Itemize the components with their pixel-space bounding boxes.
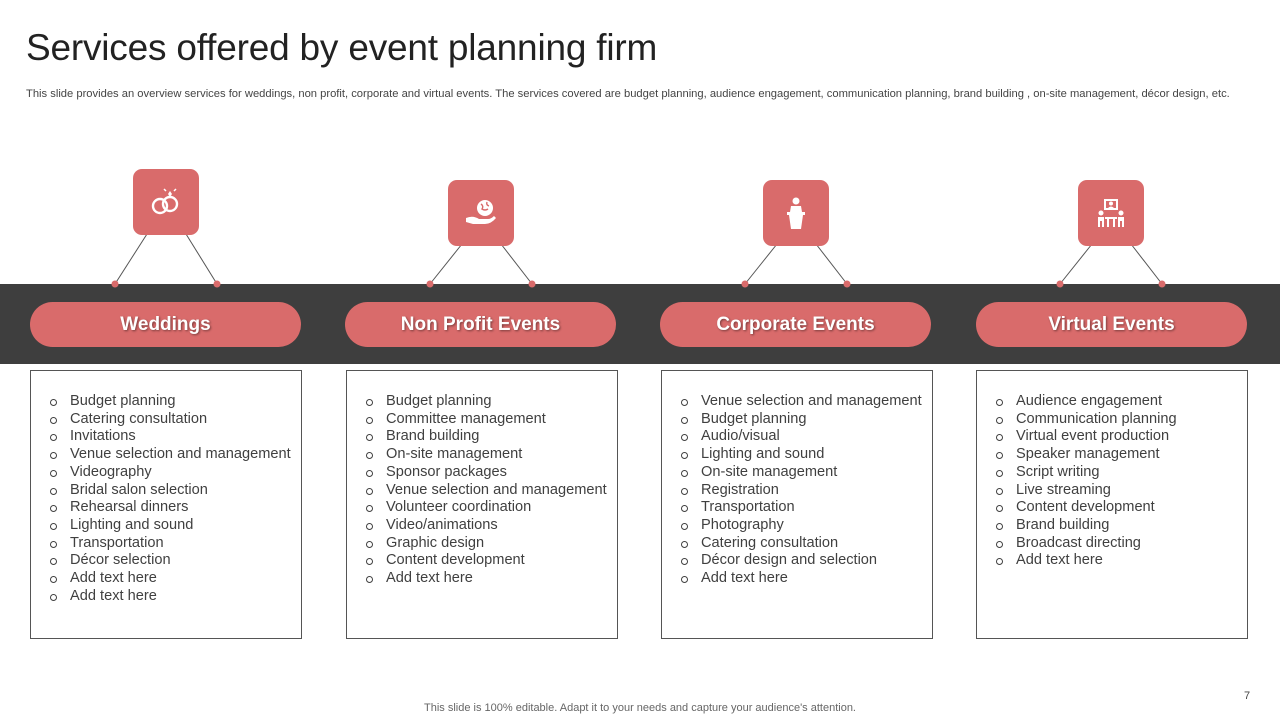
service-item: Script writing (995, 464, 1237, 482)
service-item: Décor selection (49, 552, 291, 570)
slide-title: Services offered by event planning firm (26, 27, 658, 68)
service-item: Venue selection and management (680, 393, 922, 411)
service-item: Add text here (49, 570, 291, 588)
service-item: Rehearsal dinners (49, 499, 291, 517)
service-item: Add text here (995, 552, 1237, 570)
service-item: Transportation (680, 499, 922, 517)
page-number: 7 (1244, 690, 1251, 702)
service-item: Catering consultation (680, 535, 922, 553)
service-item: Audio/visual (680, 428, 922, 446)
service-item: Transportation (49, 535, 291, 553)
video-conference-icon (1078, 180, 1144, 246)
service-item: Committee management (365, 411, 607, 429)
service-item: Content development (995, 499, 1237, 517)
footer-note: This slide is 100% editable. Adapt it to… (424, 702, 856, 714)
service-item: Video/animations (365, 517, 607, 535)
service-item: Speaker management (995, 446, 1237, 464)
service-item: Sponsor packages (365, 464, 607, 482)
slide-subtitle: This slide provides an overview services… (26, 88, 1230, 100)
service-item: Venue selection and management (365, 482, 607, 500)
service-item: Content development (365, 552, 607, 570)
service-item: Graphic design (365, 535, 607, 553)
service-item: Virtual event production (995, 428, 1237, 446)
service-item: Invitations (49, 428, 291, 446)
service-item: Live streaming (995, 482, 1237, 500)
service-item: Add text here (365, 570, 607, 588)
service-item: Décor design and selection (680, 552, 922, 570)
service-item: Budget planning (365, 393, 607, 411)
service-item: Registration (680, 482, 922, 500)
service-item: Audience engagement (995, 393, 1237, 411)
service-item: Volunteer coordination (365, 499, 607, 517)
service-item: Budget planning (680, 411, 922, 429)
hand-globe-icon (448, 180, 514, 246)
speaker-podium-icon (763, 180, 829, 246)
service-item: Venue selection and management (49, 446, 291, 464)
category-virtual-events: Virtual Events (976, 302, 1247, 347)
category-weddings: Weddings (30, 302, 301, 347)
category-non-profit-events: Non Profit Events (345, 302, 616, 347)
service-item: Brand building (365, 428, 607, 446)
service-item: Budget planning (49, 393, 291, 411)
service-item: Broadcast directing (995, 535, 1237, 553)
service-item: Brand building (995, 517, 1237, 535)
service-item: Add text here (49, 588, 291, 606)
service-item: Bridal salon selection (49, 482, 291, 500)
service-item: Add text here (680, 570, 922, 588)
wedding-rings-icon (133, 169, 199, 235)
service-item: Lighting and sound (49, 517, 291, 535)
service-item: Lighting and sound (680, 446, 922, 464)
service-item: Communication planning (995, 411, 1237, 429)
service-item: Photography (680, 517, 922, 535)
service-item: On-site management (680, 464, 922, 482)
category-corporate-events: Corporate Events (660, 302, 931, 347)
service-item: Videography (49, 464, 291, 482)
service-item: On-site management (365, 446, 607, 464)
service-item: Catering consultation (49, 411, 291, 429)
